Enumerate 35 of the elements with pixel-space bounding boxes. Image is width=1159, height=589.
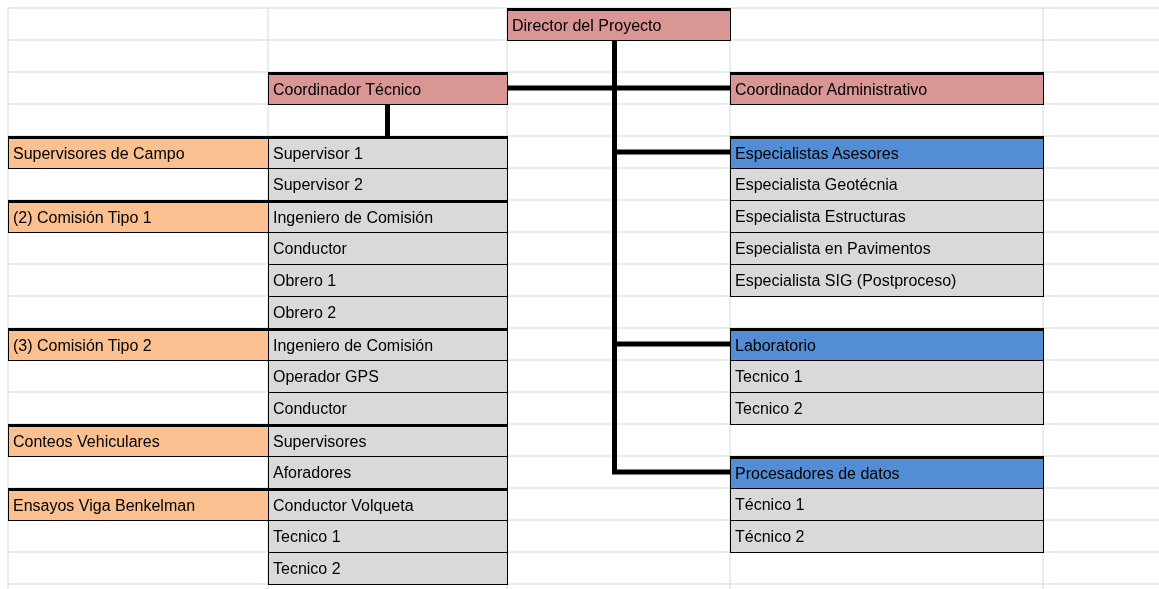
group-label-box: (2) Comisión Tipo 1 xyxy=(8,200,269,233)
role-box: Especialista Estructuras xyxy=(730,200,1044,233)
role-box: Obrero 2 xyxy=(268,296,508,329)
role-box: Tecnico 2 xyxy=(268,552,508,585)
role-box: Supervisores xyxy=(268,424,508,457)
role-box: Técnico 2 xyxy=(730,520,1044,553)
position-box: Director del Proyecto xyxy=(507,8,731,41)
role-box: Ingeniero de Comisión xyxy=(268,328,508,361)
role-box: Especialista SIG (Postproceso) xyxy=(730,264,1044,297)
group-label-box: Ensayos Viga Benkelman xyxy=(8,488,269,521)
role-box: Obrero 1 xyxy=(268,264,508,297)
role-box: Supervisor 1 xyxy=(268,136,508,169)
section-header-box: Procesadores de datos xyxy=(730,456,1044,489)
section-header-box: Laboratorio xyxy=(730,328,1044,361)
group-label-box: Supervisores de Campo xyxy=(8,136,269,169)
role-box: Conductor Volqueta xyxy=(268,488,508,521)
role-box: Tecnico 2 xyxy=(730,392,1044,425)
position-box: Coordinador Técnico xyxy=(268,72,508,105)
role-box: Técnico 1 xyxy=(730,488,1044,521)
group-label-box: (3) Comisión Tipo 2 xyxy=(8,328,269,361)
role-box: Tecnico 1 xyxy=(268,520,508,553)
role-box: Conductor xyxy=(268,232,508,265)
role-box: Especialista Geotécnia xyxy=(730,168,1044,201)
role-box: Tecnico 1 xyxy=(730,360,1044,393)
role-box: Ingeniero de Comisión xyxy=(268,200,508,233)
group-label-box: Conteos Vehiculares xyxy=(8,424,269,457)
role-box: Especialista en Pavimentos xyxy=(730,232,1044,265)
position-box: Coordinador Administrativo xyxy=(730,72,1044,105)
section-header-box: Especialistas Asesores xyxy=(730,136,1044,169)
role-box: Supervisor 2 xyxy=(268,168,508,201)
role-box: Operador GPS xyxy=(268,360,508,393)
role-box: Aforadores xyxy=(268,456,508,489)
connector-line xyxy=(612,40,730,475)
role-box: Conductor xyxy=(268,392,508,425)
connector-line xyxy=(385,104,390,136)
